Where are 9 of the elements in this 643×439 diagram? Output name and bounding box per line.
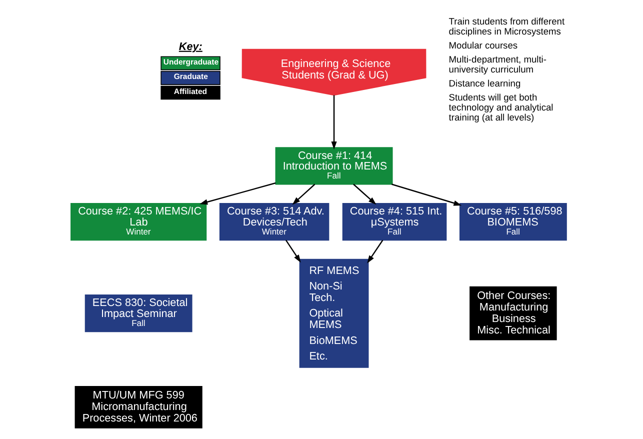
label: Distance learning — [448, 78, 520, 89]
legend-label: Graduate — [173, 72, 208, 82]
label: Multi-department, multi-university curriculum — [448, 54, 546, 75]
label: Train students from different disciplines in Microsystems — [448, 16, 564, 37]
legend-label: Affiliated — [173, 86, 207, 96]
label: Key: — [178, 40, 202, 53]
legend-label: Undergraduate — [162, 57, 218, 66]
label: Modular courses — [448, 40, 518, 51]
label: Students will get both technology and analytical training (at all levels) — [448, 92, 553, 123]
